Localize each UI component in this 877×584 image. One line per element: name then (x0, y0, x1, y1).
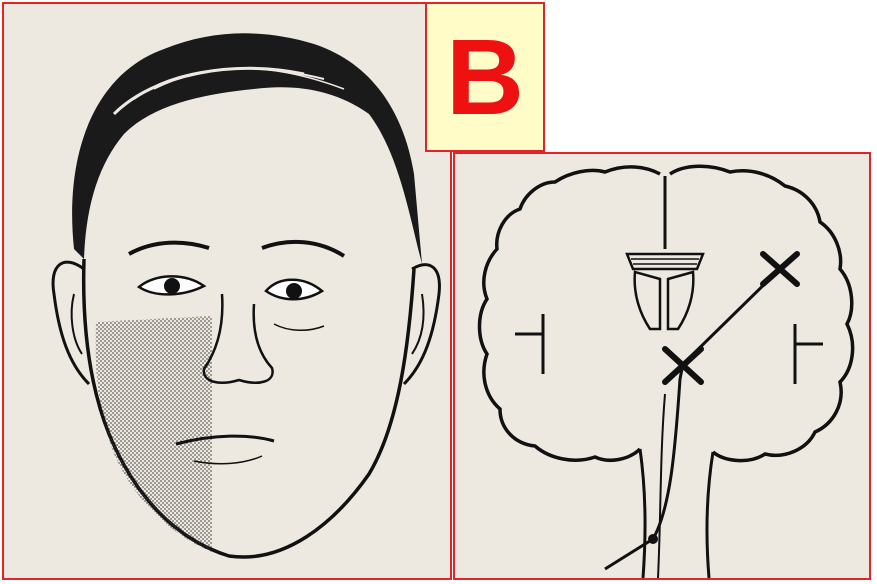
face-panel (2, 2, 452, 580)
panel-label: B (446, 23, 524, 131)
face-illustration (4, 4, 450, 578)
nose (204, 294, 273, 383)
cortical-lesion-x-mark (763, 254, 797, 284)
brain-panel (453, 152, 871, 580)
sensory-loss-shading (96, 316, 212, 552)
corpus-callosum (627, 254, 703, 269)
panel-label-box: B (425, 2, 545, 152)
internal-capsule-lesion-x-mark (665, 349, 701, 382)
right-eyebrow (262, 242, 344, 256)
sensory-pathway (605, 269, 780, 569)
left-hemisphere (480, 167, 661, 460)
brain-section-illustration (455, 154, 869, 578)
lateral-ventricles (635, 272, 694, 329)
right-hemisphere (670, 166, 853, 460)
brainstem (640, 449, 713, 578)
left-eyebrow (129, 243, 209, 254)
